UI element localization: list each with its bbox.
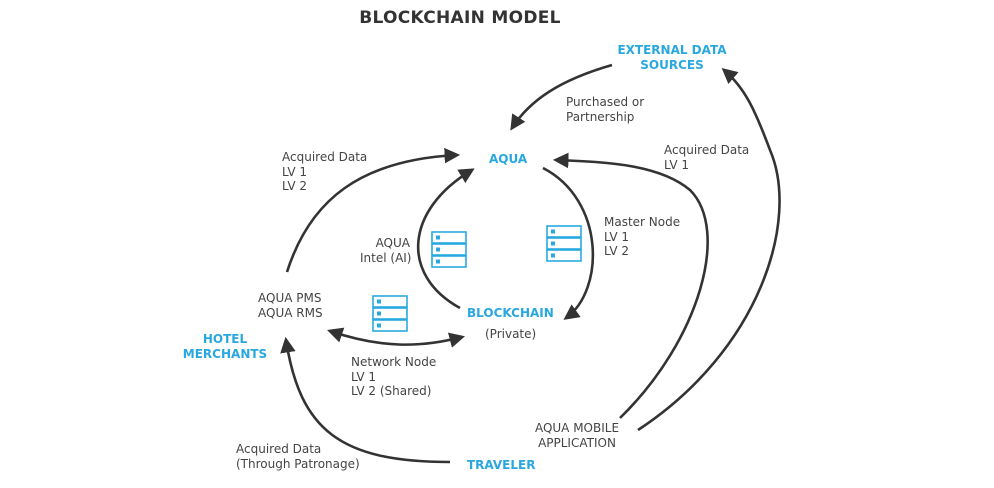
label-acquired-left-line1: Acquired Data [282,150,368,164]
node-hotel-merchants: HOTEL MERCHANTS [180,332,270,362]
label-acquired-right: Acquired Data LV 1 [664,143,749,172]
label-patronage: Acquired Data (Through Patronage) [236,442,360,471]
server-icon [431,231,467,268]
node-blockchain: BLOCKCHAIN [467,306,554,320]
label-network-node-line1: Network Node [351,355,437,369]
label-purchased-line2: Partnership [566,109,635,124]
node-mobile-line2: APPLICATION [538,435,616,450]
label-intel-line2: Intel (AI) [360,250,412,265]
label-master-node: Master Node LV 1 LV 2 [604,215,680,259]
arrow-pms-blockchain [327,327,466,348]
node-aqua: AQUA [489,152,528,166]
label-patronage-line2: (Through Patronage) [236,456,360,471]
arrow-mobile-to-aqua [552,152,709,419]
node-mobile-line1: AQUA MOBILE [534,421,620,435]
node-hotel-merchants-line2: MERCHANTS [182,347,268,361]
page-title: BLOCKCHAIN MODEL [359,8,561,28]
label-purchased: Purchased or Partnership [566,95,644,124]
node-external-sources: EXTERNAL DATA SOURCES [612,43,732,73]
arrow-traveler-to-merchants [280,336,451,464]
label-intel: AQUA Intel (AI) [360,236,412,265]
label-patronage-line1: Acquired Data [236,442,322,456]
node-pms-line1: AQUA PMS [258,291,322,305]
arrow-pms-to-aqua [285,147,461,273]
arrow-blockchain-to-aqua [416,168,475,310]
server-icon [372,295,408,332]
label-acquired-left-line2: LV 1 [282,164,308,179]
label-acquired-right-line1: Acquired Data [664,143,750,157]
label-intel-line1: AQUA [375,236,410,250]
label-acquired-left: Acquired Data LV 1 LV 2 [282,150,367,194]
label-master-node-line2: LV 1 [604,229,630,244]
label-acquired-left-line3: LV 2 [282,179,308,193]
label-network-node-line2: LV 1 [351,369,377,384]
label-network-node-line3: LV 2 (Shared) [351,384,432,398]
arrow-aqua-to-blockchain [542,166,595,320]
node-external-line2: SOURCES [640,58,704,72]
label-master-node-line1: Master Node [604,215,681,229]
node-blockchain-sub: (Private) [485,327,537,341]
node-external-line1: EXTERNAL DATA [617,43,727,57]
label-network-node: Network Node LV 1 LV 2 (Shared) [351,355,436,399]
arrow-mobile-to-external [637,67,781,432]
node-mobile-app: AQUA MOBILE APPLICATION [527,421,627,450]
label-acquired-right-line2: LV 1 [664,157,690,172]
arrow-external-to-aqua [510,63,613,131]
node-hotel-merchants-line1: HOTEL [202,332,248,346]
node-pms: AQUA PMS AQUA RMS [258,291,323,320]
node-pms-line2: AQUA RMS [258,305,323,320]
node-traveler: TRAVELER [467,458,536,472]
server-icon [546,225,582,262]
label-purchased-line1: Purchased or [566,95,645,109]
label-master-node-line3: LV 2 [604,244,630,258]
